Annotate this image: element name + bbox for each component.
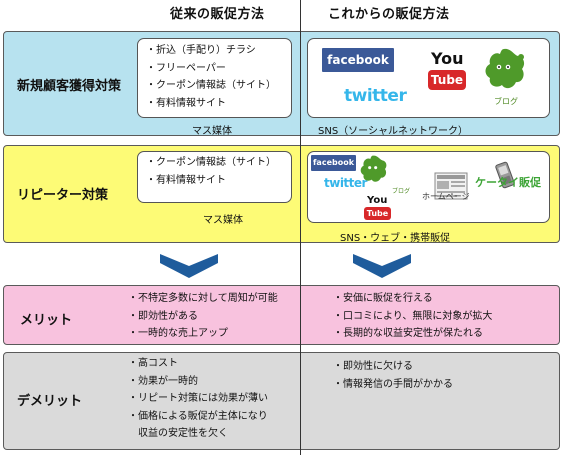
mobile-phone-icon: [495, 161, 515, 189]
list-item: ・情報発信の手間がかかる: [333, 378, 453, 390]
list-item: 収益の安定性を欠く: [128, 428, 228, 439]
caption-mass-media-repeaters: マス媒体: [203, 215, 243, 226]
list-item: ・即効性がある: [128, 310, 198, 322]
blog-mascot-icon: [485, 48, 525, 89]
blog-caption: ブログ: [494, 97, 518, 106]
blog-caption-small: ブログ: [392, 188, 411, 195]
list-item: ・一時的な売上アップ: [128, 328, 228, 339]
caption-sns-web-mobile: SNS・ウェブ・携帯販促: [340, 233, 451, 244]
list-item: ・長期的な収益安定性が保たれる: [333, 328, 483, 339]
row-label-demerits: デメリット: [17, 394, 83, 409]
demerits-traditional-list: ・高コスト ・効果が一時的 ・リピート対策には効果が薄い ・価格による販促が主体…: [128, 355, 268, 443]
facebook-logo-small: facebook: [311, 155, 356, 171]
row-demerits: [3, 352, 560, 450]
traditional-media-list: ・折込（手配り）チラシ ・フリーペーパー ・クーポン情報誌（サイト） ・有料情報…: [146, 42, 276, 112]
keitai-promotion-label: ケータイ販促: [475, 176, 541, 189]
twitter-logo-small: twitter: [324, 176, 367, 190]
merits-future-list: ・安価に販促を行える ・口コミにより、無限に対象が拡大 ・長期的な収益安定性が保…: [333, 290, 492, 343]
youtube-logo-small-tube: Tube: [364, 207, 391, 220]
down-arrow-future-icon: [353, 254, 411, 278]
list-item: ・フリーペーパー: [146, 62, 226, 74]
row-label-repeaters: リピーター対策: [17, 188, 109, 203]
twitter-logo: twitter: [344, 86, 407, 106]
youtube-logo-small-you: You: [367, 195, 388, 206]
caption-sns: SNS（ソーシャルネットワーク）: [318, 126, 468, 137]
list-item: ・効果が一時的: [128, 375, 198, 387]
row-label-new-customers: 新規顧客獲得対策: [17, 79, 122, 94]
traditional-media-box-repeaters: [137, 151, 292, 203]
list-item: ・有料情報サイト: [146, 174, 226, 186]
list-item: ・クーポン情報誌（サイト）: [146, 80, 276, 91]
homepage-screenshot-icon: [434, 172, 468, 200]
traditional-media-list-repeaters: ・クーポン情報誌（サイト） ・有料情報サイト: [146, 154, 276, 189]
down-arrow-traditional-icon: [160, 254, 218, 278]
demerits-future-list: ・即効性に欠ける ・情報発信の手間がかかる: [333, 358, 453, 393]
homepage-caption: ホームページ: [422, 192, 470, 201]
caption-mass-media: マス媒体: [192, 126, 232, 137]
list-item: ・不特定多数に対して周知が可能: [128, 293, 278, 304]
facebook-logo: facebook: [322, 48, 394, 72]
list-item: ・即効性に欠ける: [333, 361, 413, 372]
list-item: ・価格による販促が主体になり: [128, 410, 268, 422]
youtube-logo-you: You: [431, 49, 464, 68]
list-item: ・安価に販促を行える: [333, 293, 433, 304]
traditional-media-box: [137, 38, 292, 118]
header-future: これからの販促方法: [328, 7, 450, 22]
merits-traditional-list: ・不特定多数に対して周知が可能 ・即効性がある ・一時的な売上アップ: [128, 290, 278, 343]
list-item: ・高コスト: [128, 358, 178, 369]
list-item: ・有料情報サイト: [146, 97, 226, 109]
blog-mascot-small-icon: [360, 155, 387, 182]
row-label-merits: メリット: [20, 313, 73, 328]
column-divider: [300, 0, 301, 455]
list-item: ・折込（手配り）チラシ: [146, 45, 256, 56]
list-item: ・クーポン情報誌（サイト）: [146, 157, 276, 168]
header-traditional: 従来の販促方法: [170, 7, 265, 22]
list-item: ・口コミにより、無限に対象が拡大: [333, 310, 493, 322]
row-merits: [3, 285, 560, 345]
youtube-logo-tube: Tube: [428, 70, 466, 90]
list-item: ・リピート対策には効果が薄い: [128, 393, 268, 404]
